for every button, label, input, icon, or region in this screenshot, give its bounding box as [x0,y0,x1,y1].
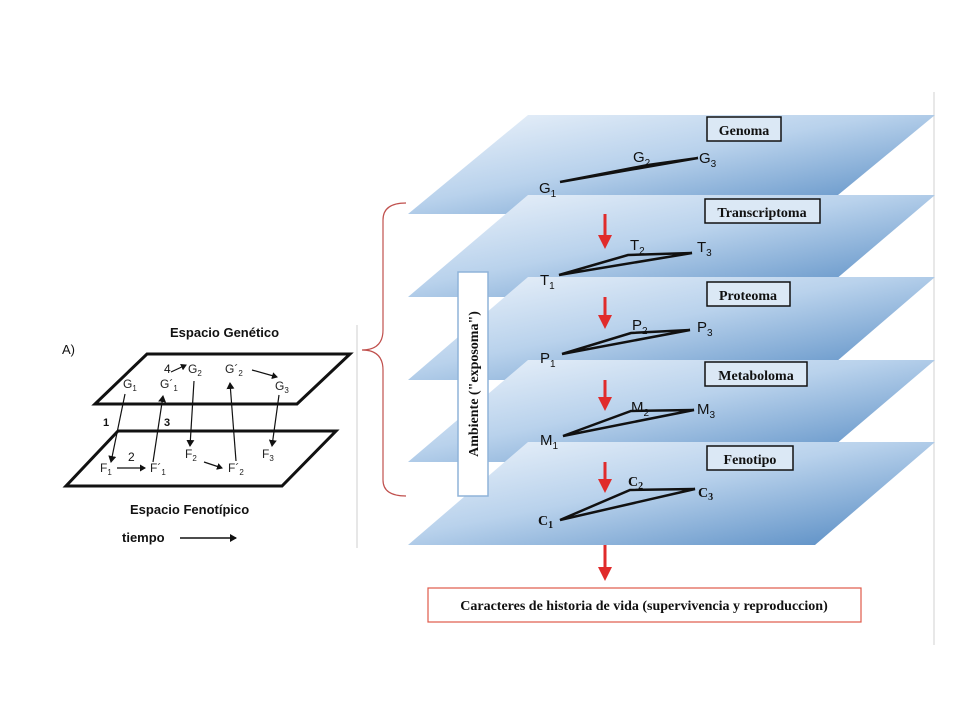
arrow-f2prime-to-g2prime [226,382,237,462]
arrow-g1prime-to-g2 [170,363,187,373]
arrow-g1-to-f1 [108,393,126,463]
node-proteoma-2: P2 [632,317,648,337]
node-fenotipo-3: C3 [698,486,713,503]
node-genoma-3: G3 [699,150,717,170]
node-g2-prime: G´2 [225,362,243,378]
node-f2-prime: F´2 [228,461,244,477]
panel-label: A) [62,342,75,357]
node-genoma-1: G1 [539,180,557,200]
svg-text:Transcriptoma: Transcriptoma [717,206,806,221]
svg-text:T2: T2 [630,237,645,257]
node-genoma-2: G2 [633,149,651,169]
network-genoma [559,156,699,184]
svg-text:G´2: G´2 [225,362,243,378]
plane-genoma [408,115,935,214]
layer-label-metaboloma: Metaboloma [704,361,808,387]
arrow-g2-to-f2 [186,380,195,447]
arrow-g3-to-f3 [268,394,280,447]
svg-text:C3: C3 [698,486,713,503]
svg-text:F´2: F´2 [228,461,244,477]
svg-text:T1: T1 [540,272,555,292]
step-number-4: 4 [164,362,171,376]
node-fenotipo-1: C1 [538,514,553,531]
node-transcriptoma-2: T2 [630,237,645,257]
svg-text:F2: F2 [185,447,197,463]
node-proteoma-1: P1 [540,350,556,370]
layer-label-transcriptoma: Transcriptoma [704,198,821,224]
arrow-f1prime-to-g1prime [152,395,167,463]
step-number-2: 2 [128,450,135,464]
node-transcriptoma-3: T3 [697,239,712,259]
outcome-label: Caracteres de historia de vida (superviv… [460,599,828,614]
layer-label-fenotipo: Fenotipo [706,445,794,471]
node-g2: G2 [188,362,202,378]
svg-text:G2: G2 [633,149,651,169]
genetic-space-plane [91,352,354,406]
svg-text:G3: G3 [275,379,289,395]
svg-text:P1: P1 [540,350,556,370]
left-panel: A) Espacio Genético G1 G´1 G2 G´2 G3 F1 … [62,325,358,548]
svg-text:G2: G2 [188,362,202,378]
svg-text:G´1: G´1 [160,377,178,393]
red-arrow-5 [598,545,612,581]
red-arrow-1 [598,214,612,249]
svg-text:M3: M3 [697,401,716,421]
svg-text:C1: C1 [538,514,553,531]
arrow-f2-to-f2prime [203,461,223,470]
bottom-plane-title: Espacio Fenotípico [130,502,249,517]
network-fenotipo [559,487,696,522]
brace [361,202,407,497]
node-g3: G3 [275,379,289,395]
red-arrow-4 [598,462,612,493]
svg-text:F3: F3 [262,447,274,463]
node-proteoma-3: P3 [697,319,713,339]
node-g1-prime: G´1 [160,377,178,393]
node-transcriptoma-1: T1 [540,272,555,292]
svg-text:Proteoma: Proteoma [719,289,777,304]
red-arrow-3 [598,380,612,411]
network-transcriptoma [558,251,693,277]
node-fenotipo-2: C2 [628,475,643,492]
node-g1: G1 [123,377,137,393]
svg-text:G1: G1 [539,180,557,200]
svg-text:G1: G1 [123,377,137,393]
svg-text:Metaboloma: Metaboloma [718,369,793,384]
time-label: tiempo [122,530,165,545]
phenotypic-space-plane [62,429,340,488]
svg-text:M2: M2 [631,399,650,419]
svg-text:P2: P2 [632,317,648,337]
svg-text:P3: P3 [697,319,713,339]
svg-text:T3: T3 [697,239,712,259]
environment-label: Ambiente ("exposoma") [467,311,482,457]
svg-text:C2: C2 [628,475,643,492]
red-arrow-2 [598,297,612,329]
layer-label-genoma: Genoma [706,116,782,142]
node-f1-prime: F´1 [150,461,166,477]
node-f2: F2 [185,447,197,463]
network-metaboloma [562,408,695,438]
svg-text:Fenotipo: Fenotipo [724,453,777,468]
step-number-3: 3 [164,417,170,429]
layer-label-proteoma: Proteoma [706,281,791,307]
svg-text:G3: G3 [699,150,717,170]
node-metaboloma-3: M3 [697,401,716,421]
node-f1: F1 [100,461,112,477]
node-metaboloma-2: M2 [631,399,650,419]
plane-proteoma [408,277,935,380]
svg-text:Genoma: Genoma [719,124,770,139]
svg-text:F´1: F´1 [150,461,166,477]
node-f3: F3 [262,447,274,463]
top-plane-title: Espacio Genético [170,325,279,340]
node-metaboloma-1: M1 [540,432,559,452]
outcome-box: Caracteres de historia de vida (superviv… [427,587,862,623]
right-panel: Genoma Transcriptoma Proteoma Metaboloma… [361,92,935,645]
network-proteoma [561,328,691,356]
svg-text:M1: M1 [540,432,559,452]
step-number-1: 1 [103,417,109,429]
environment-box: Ambiente ("exposoma") [457,271,489,497]
arrow-g2prime-to-g3 [251,369,278,380]
svg-text:F1: F1 [100,461,112,477]
